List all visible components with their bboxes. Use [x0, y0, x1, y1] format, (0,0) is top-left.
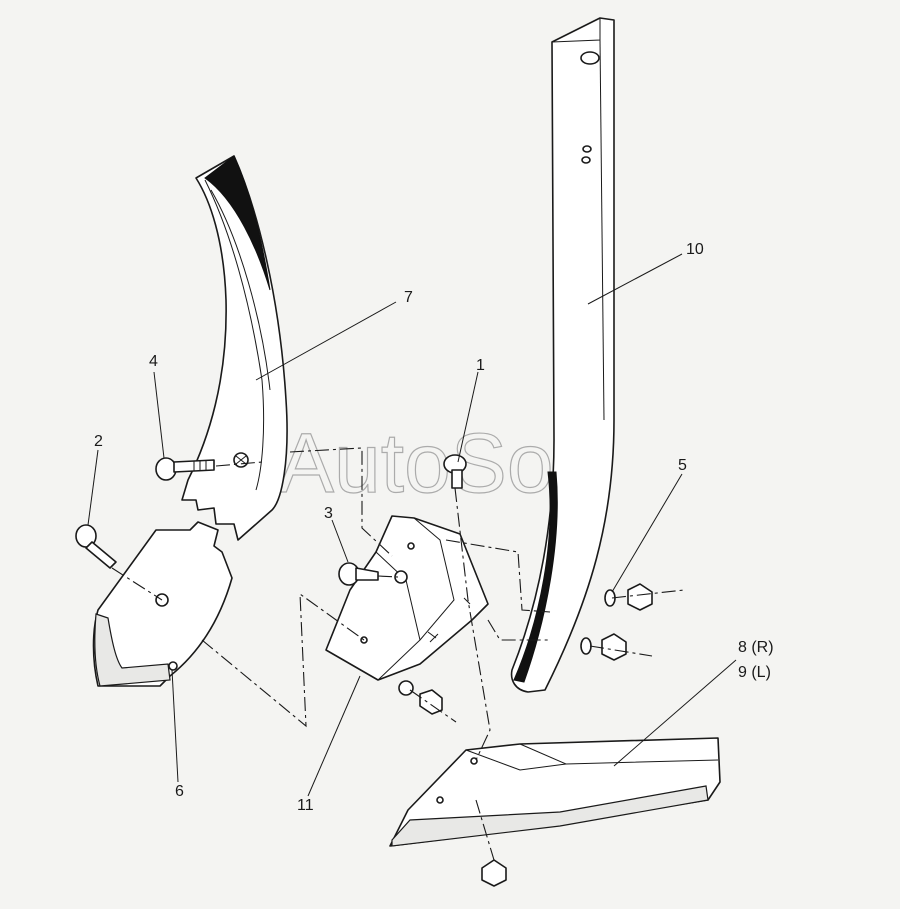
callout-4: 4: [149, 353, 158, 370]
bolt-part-1: [443, 454, 467, 489]
callout-9: 9 (L): [738, 664, 771, 681]
callout-1: 1: [476, 357, 485, 374]
share-part-8-9: [389, 737, 721, 847]
callout-3: 3: [324, 505, 333, 522]
watermark-text: AutoSoft: [278, 416, 600, 510]
callout-11: 11: [297, 797, 314, 814]
callout-7: 7: [404, 289, 413, 306]
bolt-part-3: [338, 562, 408, 586]
washer-nut-part-5: [398, 583, 653, 887]
callout-5: 5: [678, 457, 687, 474]
bolt-part-4: [155, 457, 215, 481]
bolt-part-2: [75, 524, 117, 569]
callout-10: 10: [686, 241, 704, 258]
point-part-6: [92, 521, 233, 687]
callout-2: 2: [94, 433, 103, 450]
frog-part-11: [325, 515, 489, 681]
moldboard-part-7: [181, 155, 288, 541]
callout-6: 6: [175, 783, 184, 800]
shank-part-10: [510, 17, 615, 693]
callout-8: 8 (R): [738, 639, 774, 656]
assembly-lines: [111, 447, 685, 861]
leader-lines: [87, 253, 737, 797]
